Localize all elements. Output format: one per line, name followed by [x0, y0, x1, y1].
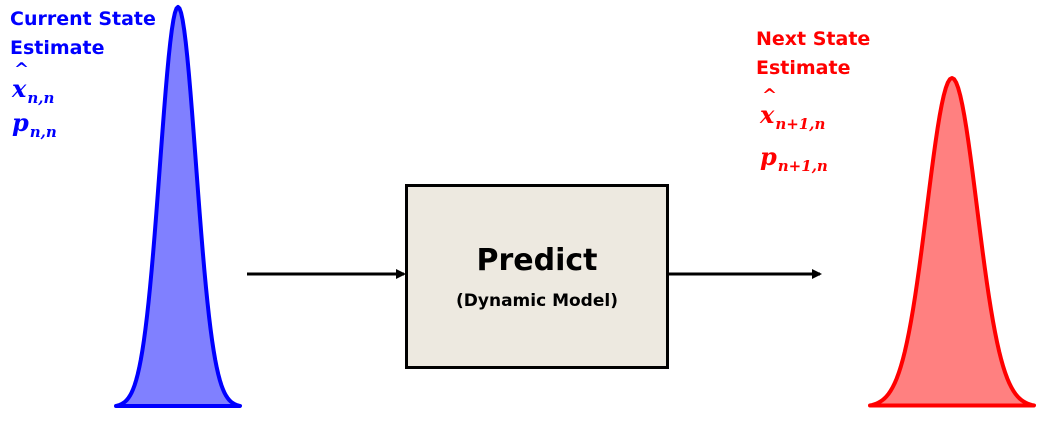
next-state-x-estimate: xn+1,n — [760, 85, 825, 133]
next-state-p-variance: pn+1,n — [760, 142, 828, 175]
current-state-gaussian-curve — [114, 5, 242, 408]
next-state-gaussian-curve — [868, 76, 1036, 408]
next-state-title-line2: Estimate — [756, 57, 851, 79]
next-x-subscript: n+1,n — [775, 115, 826, 133]
current-p-subscript: n,n — [29, 123, 57, 141]
current-state-p-variance: pn,n — [12, 108, 57, 141]
current-p-symbol: p — [12, 108, 29, 137]
predict-subtitle: (Dynamic Model) — [456, 291, 618, 311]
next-state-label: Next State Estimate — [756, 25, 870, 83]
predict-box: Predict (Dynamic Model) — [405, 184, 669, 369]
current-state-title-line1: Current State — [10, 8, 156, 30]
current-state-x-estimate: xn,n — [12, 59, 54, 107]
current-state-title-line2: Estimate — [10, 37, 105, 59]
current-state-label: Current State Estimate — [10, 5, 156, 63]
next-x-symbol: x — [760, 85, 777, 129]
next-p-symbol: p — [760, 142, 777, 171]
next-p-subscript: n+1,n — [777, 157, 828, 175]
next-state-title-line1: Next State — [756, 28, 871, 50]
current-x-subscript: n,n — [27, 89, 55, 107]
current-x-symbol: x — [12, 59, 29, 103]
predict-title: Predict — [476, 243, 598, 278]
